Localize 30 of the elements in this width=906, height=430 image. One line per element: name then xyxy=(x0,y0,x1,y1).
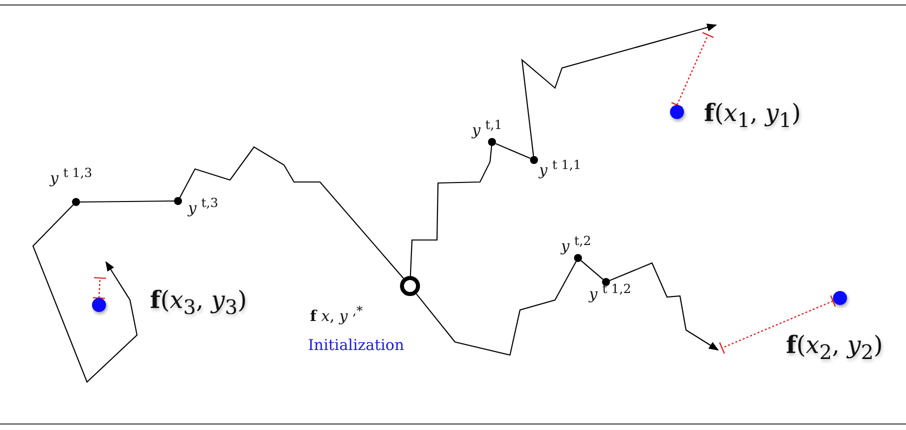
path-line xyxy=(416,261,577,356)
start-ring xyxy=(400,276,420,296)
math-label: f x, y $^{,*}$ xyxy=(310,304,363,324)
target-dot xyxy=(92,298,106,312)
math-label: f(x$_{2}$, y$_{2}$) xyxy=(786,332,883,363)
path-line xyxy=(410,146,492,276)
point-dot xyxy=(488,138,496,146)
math-label: y $^{t 1,3}$ xyxy=(50,166,92,186)
math-label: y $^{t,1}$ xyxy=(472,118,502,138)
point-dot xyxy=(602,278,610,286)
math-label: y $^{t,3}$ xyxy=(188,196,218,216)
point-dot xyxy=(174,197,182,205)
target-dot xyxy=(833,291,847,305)
math-label: y $^{t 1,1}$ xyxy=(539,158,582,178)
point-dot xyxy=(530,156,538,164)
arrow xyxy=(521,24,717,156)
math-label: f(x$_{3}$, y$_{3}$) xyxy=(150,287,247,318)
math-label: y $^{t,2}$ xyxy=(561,234,592,254)
path-line xyxy=(495,143,531,159)
target-dot xyxy=(670,105,684,119)
math-label: y $^{t 1,2}$ xyxy=(589,282,632,302)
arrow xyxy=(610,262,719,351)
path-line xyxy=(80,200,174,203)
path-line xyxy=(179,146,404,279)
caption-label: Initialization xyxy=(308,337,404,354)
arrow xyxy=(32,204,138,383)
point-dot xyxy=(574,254,582,262)
point-dot xyxy=(72,198,80,206)
path-line xyxy=(580,260,604,280)
math-label: f(x$_{1}$, y$_{1}$) xyxy=(704,100,801,131)
